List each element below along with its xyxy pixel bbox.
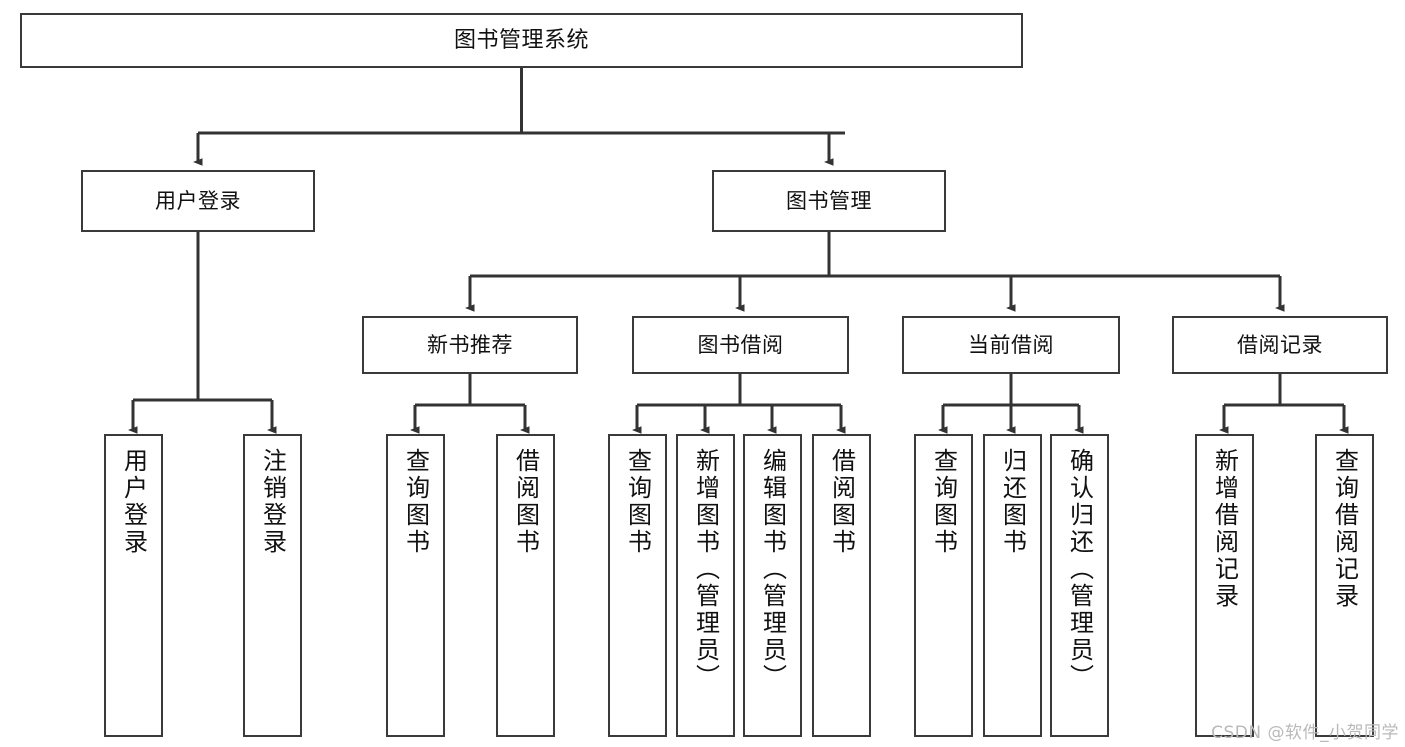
node-new-book-recommend-label: 新书推荐	[427, 332, 513, 357]
node-leaf-confirm-return[interactable]: 确认归还（管理员）	[1050, 434, 1109, 737]
node-book-borrow-label: 图书借阅	[697, 332, 784, 357]
node-leaf-query-book-2-label: 查询图书	[623, 448, 652, 556]
node-book-borrow[interactable]: 图书借阅	[632, 316, 849, 374]
node-leaf-query-record-label: 查询借阅记录	[1330, 448, 1359, 610]
node-leaf-user-login[interactable]: 用户登录	[104, 434, 163, 737]
node-book-manage[interactable]: 图书管理	[712, 170, 946, 232]
node-leaf-return-book[interactable]: 归还图书	[983, 434, 1042, 737]
node-leaf-borrow-book-1-label: 借阅图书	[511, 448, 540, 556]
node-leaf-borrow-book-2-label: 借阅图书	[827, 448, 856, 556]
node-leaf-add-record[interactable]: 新增借阅记录	[1195, 434, 1254, 737]
node-leaf-query-record[interactable]: 查询借阅记录	[1315, 434, 1374, 737]
node-leaf-add-book-label: 新增图书（管理员）	[691, 448, 720, 691]
node-leaf-add-book[interactable]: 新增图书（管理员）	[676, 434, 735, 737]
node-leaf-edit-book[interactable]: 编辑图书（管理员）	[743, 434, 802, 737]
node-current-borrow-label: 当前借阅	[968, 332, 1054, 357]
node-leaf-query-book-1-label: 查询图书	[401, 448, 430, 556]
node-root-label: 图书管理系统	[453, 27, 589, 53]
node-leaf-query-book-3-label: 查询图书	[929, 448, 958, 556]
node-leaf-user-logout[interactable]: 注销登录	[243, 434, 302, 737]
node-leaf-borrow-book-1[interactable]: 借阅图书	[496, 434, 555, 737]
node-new-book-recommend[interactable]: 新书推荐	[362, 316, 578, 374]
node-user-login-label: 用户登录	[155, 188, 241, 213]
node-current-borrow[interactable]: 当前借阅	[902, 316, 1120, 374]
node-leaf-query-book-1[interactable]: 查询图书	[386, 434, 445, 737]
node-leaf-borrow-book-2[interactable]: 借阅图书	[812, 434, 871, 737]
node-book-manage-label: 图书管理	[786, 188, 872, 213]
node-root[interactable]: 图书管理系统	[20, 13, 1023, 68]
node-user-login[interactable]: 用户登录	[81, 170, 315, 232]
node-borrow-record-label: 借阅记录	[1237, 332, 1323, 357]
node-borrow-record[interactable]: 借阅记录	[1172, 316, 1388, 374]
node-leaf-user-login-label: 用户登录	[119, 448, 148, 556]
node-leaf-edit-book-label: 编辑图书（管理员）	[758, 448, 787, 691]
node-leaf-user-logout-label: 注销登录	[258, 448, 287, 556]
node-leaf-add-record-label: 新增借阅记录	[1210, 448, 1239, 610]
node-leaf-confirm-return-label: 确认归还（管理员）	[1065, 448, 1094, 691]
node-leaf-query-book-3[interactable]: 查询图书	[914, 434, 973, 737]
node-leaf-return-book-label: 归还图书	[998, 448, 1027, 556]
node-leaf-query-book-2[interactable]: 查询图书	[608, 434, 667, 737]
